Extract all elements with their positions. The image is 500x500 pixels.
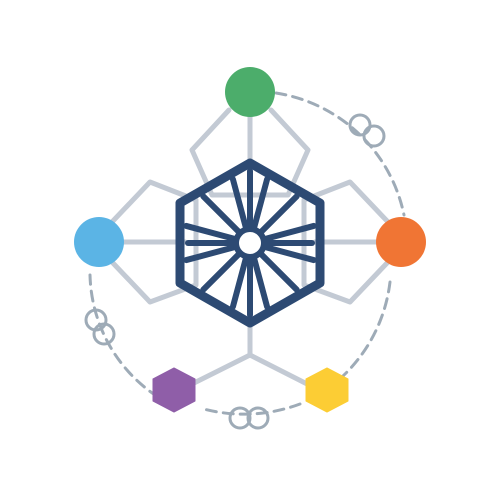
wheel-spoke (250, 176, 271, 233)
stock-id-label: 2154517363 (1, 250, 15, 251)
wheel-spoke (260, 222, 317, 243)
connector-bottom-left (187, 315, 253, 388)
wheel-spoke (229, 176, 250, 233)
ship-wheel-hexagon-icon (175, 158, 325, 328)
orbit-arc-left-bottom (88, 273, 160, 399)
circle-node-icon-left (74, 217, 124, 267)
chain-link-icon-bottom (228, 406, 270, 430)
wheel-spoke (250, 253, 271, 310)
wheel-spoke (260, 243, 317, 264)
circle-node-icon-top (225, 67, 275, 117)
wheel-spoke (200, 193, 244, 237)
wheel-spoke (229, 253, 250, 310)
wheel-spoke (200, 249, 244, 293)
circle-node-icon-right (376, 217, 426, 267)
chain-link-icon-top-right (348, 113, 386, 148)
wheel-spoke (183, 222, 240, 243)
wheel-spoke (183, 243, 240, 264)
chain-link-icon-left (84, 308, 116, 346)
wheel-spoke (256, 249, 300, 293)
hexagon-node-icon-purple (152, 367, 196, 413)
wheel-spoke (256, 193, 300, 237)
hexagon-node-icon-yellow (305, 367, 349, 413)
connector-bottom-right (247, 352, 318, 391)
chain-link-icon (84, 113, 386, 430)
